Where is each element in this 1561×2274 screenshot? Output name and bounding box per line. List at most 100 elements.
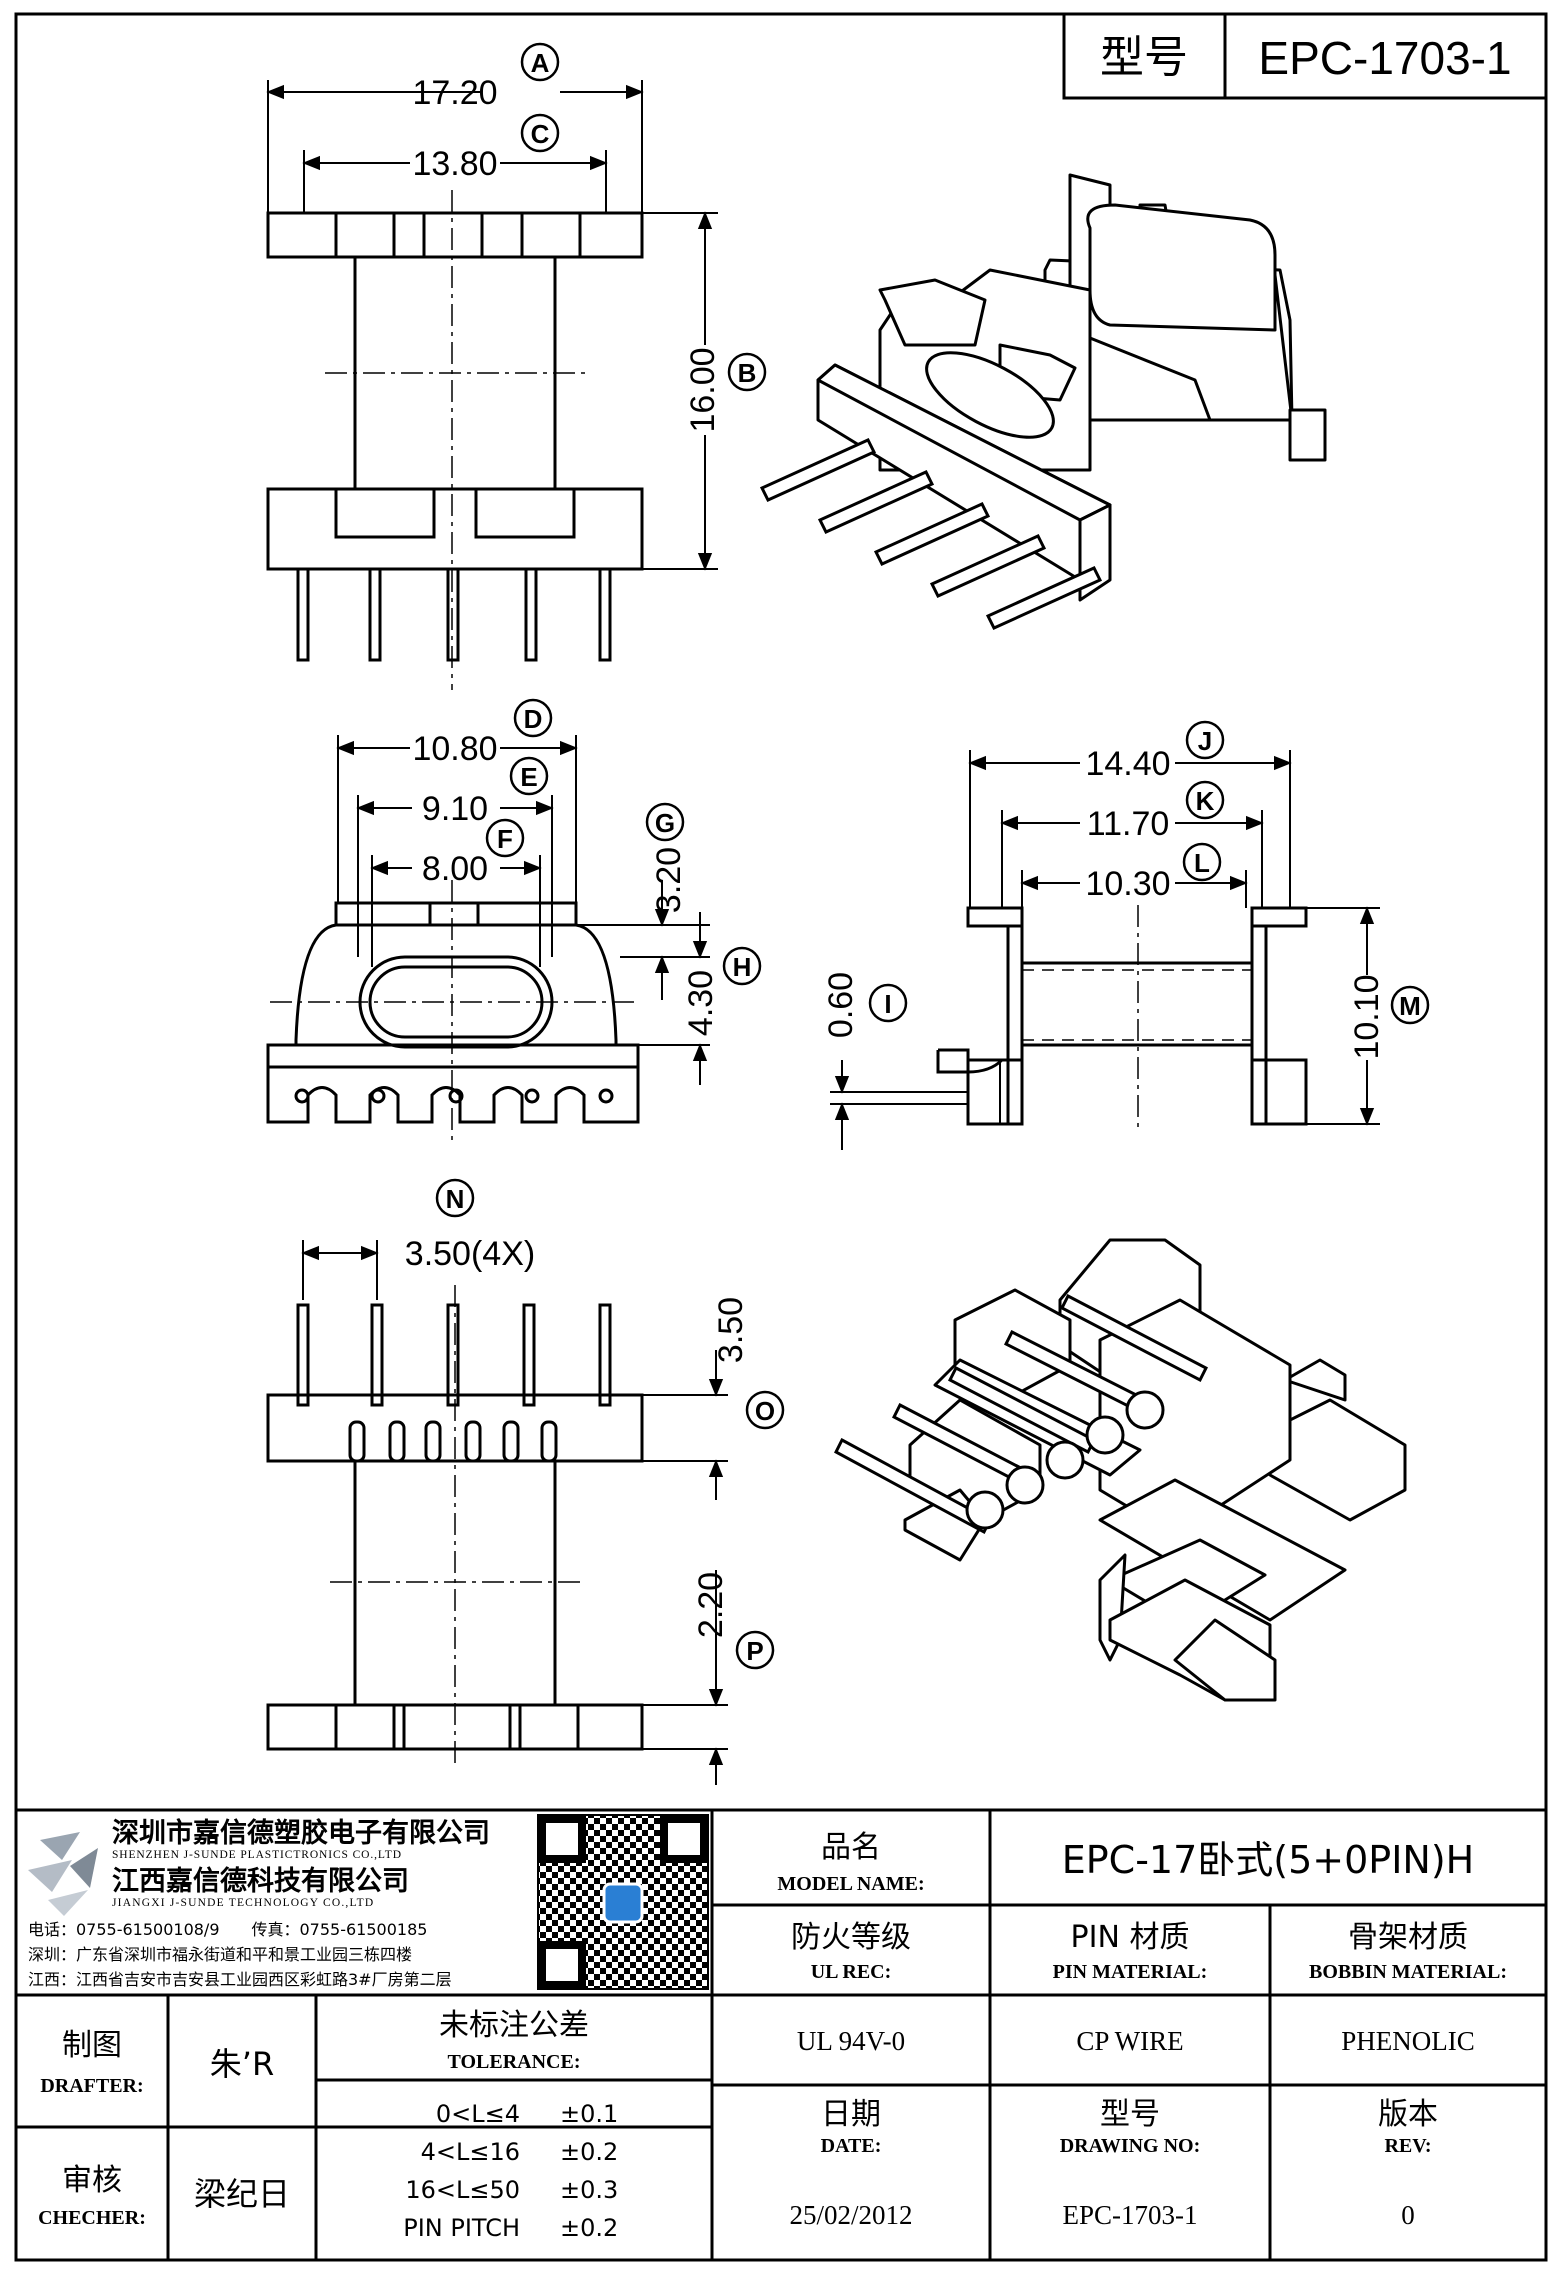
company-block: 深圳市嘉信德塑胶电子有限公司 SHENZHEN J-SUNDE PLASTICT… bbox=[28, 1814, 709, 1990]
pin-label-en: PIN MATERIAL: bbox=[1053, 1961, 1208, 1983]
title-block-text: 品名 MODEL NAME: EPC-17卧式(5+0PIN)H 防火等级 UL… bbox=[38, 1830, 1507, 2242]
dim-p-letter: P bbox=[746, 1636, 763, 1666]
dim-p-value: 2.20 bbox=[692, 1572, 730, 1638]
dim-p: P 2.20 bbox=[692, 1572, 775, 1670]
dim-m: M 10.10 bbox=[1348, 974, 1430, 1060]
dim-d: D 10.80 bbox=[412, 698, 553, 768]
model-name-value: EPC-17卧式(5+0PIN)H bbox=[1062, 1838, 1475, 1882]
date-label-en: DATE: bbox=[821, 2135, 882, 2157]
isometric-view-bottom bbox=[903, 1238, 1407, 1702]
side-view bbox=[936, 905, 1308, 1130]
isometric-top-pins bbox=[759, 438, 1103, 630]
dim-n: N 3.50(4X) bbox=[405, 1178, 535, 1273]
dim-i-value: 0.60 bbox=[822, 972, 860, 1038]
dim-l-letter: L bbox=[1194, 848, 1210, 878]
isometric-view-top bbox=[816, 173, 1327, 602]
qr-code bbox=[537, 1814, 709, 1990]
dim-k-value: 11.70 bbox=[1087, 805, 1170, 843]
dim-d-value: 10.80 bbox=[412, 730, 497, 768]
model-name-label-cn: 品名 bbox=[821, 1830, 881, 1865]
header-model-value: EPC-1703-1 bbox=[1258, 32, 1511, 84]
tolerance-range-3: 16<L≤50 bbox=[405, 2176, 520, 2204]
dim-k: K 11.70 bbox=[1087, 780, 1225, 843]
drafter-label-en: DRAFTER: bbox=[40, 2075, 143, 2097]
tolerance-label-en: TOLERANCE: bbox=[448, 2051, 581, 2073]
company-logo bbox=[28, 1832, 98, 1916]
rev-label-en: REV: bbox=[1384, 2135, 1431, 2157]
pin-value: CP WIRE bbox=[1076, 2026, 1183, 2056]
dim-b-value: 16.00 bbox=[684, 347, 722, 432]
company-address-jx: 江西：江西省吉安市吉安县工业园西区彩虹路3#厂房第二层 bbox=[28, 1970, 452, 1989]
dim-e-letter: E bbox=[520, 762, 537, 792]
dim-d-letter: D bbox=[524, 704, 543, 734]
dim-f-letter: F bbox=[497, 824, 513, 854]
dim-l: L 10.30 bbox=[1085, 842, 1222, 903]
ul-label-en: UL REC: bbox=[811, 1961, 892, 1983]
bobbin-value: PHENOLIC bbox=[1341, 2026, 1475, 2056]
dim-a-letter: A bbox=[531, 48, 550, 78]
header-model-box: 型号 EPC-1703-1 bbox=[1062, 12, 1548, 100]
dim-i: I 0.60 bbox=[822, 972, 908, 1038]
tolerance-range-1: 0<L≤4 bbox=[436, 2100, 520, 2128]
front-view bbox=[266, 190, 644, 690]
dim-h-letter: H bbox=[733, 952, 752, 982]
bottom-view bbox=[266, 1285, 644, 1765]
checker-label-en: CHECHER: bbox=[38, 2207, 146, 2229]
sheet-border bbox=[14, 12, 1548, 2262]
bobbin-label-cn: 骨架材质 bbox=[1348, 1920, 1468, 1955]
drawing-value: EPC-1703-1 bbox=[1063, 2200, 1198, 2230]
checker-value: 梁纪日 bbox=[194, 2175, 290, 2213]
tolerance-label-cn: 未标注公差 bbox=[439, 2008, 589, 2043]
dim-g-value: 3.20 bbox=[650, 847, 688, 913]
tolerance-value-1: ±0.1 bbox=[560, 2100, 618, 2128]
dim-g: G 3.20 bbox=[645, 802, 688, 913]
tolerance-range-2: 4<L≤16 bbox=[421, 2138, 520, 2166]
dim-j-letter: J bbox=[1198, 726, 1212, 756]
dim-a-value: 17.20 bbox=[412, 74, 497, 112]
company-name-en: SHENZHEN J-SUNDE PLASTICTRONICS CO.,LTD bbox=[112, 1849, 402, 1861]
drafter-value: 朱’R bbox=[210, 2045, 274, 2083]
company-name-cn: 深圳市嘉信德塑胶电子有限公司 bbox=[112, 1817, 490, 1849]
dim-e-value: 9.10 bbox=[422, 790, 488, 828]
bottom-view-dims bbox=[301, 1240, 728, 1785]
rev-label-cn: 版本 bbox=[1378, 2097, 1438, 2132]
header-model-label: 型号 bbox=[1100, 32, 1188, 83]
tolerance-value-4: ±0.2 bbox=[560, 2214, 618, 2242]
tolerance-value-3: ±0.3 bbox=[560, 2176, 618, 2204]
dim-o-letter: O bbox=[755, 1396, 775, 1426]
front-view-dims bbox=[266, 80, 718, 571]
dim-n-value: 3.50(4X) bbox=[405, 1235, 535, 1273]
end-view-dims bbox=[336, 735, 710, 1085]
tolerance-value-2: ±0.2 bbox=[560, 2138, 618, 2166]
dim-i-letter: I bbox=[884, 989, 891, 1019]
dim-n-letter: N bbox=[446, 1184, 465, 1214]
rev-value: 0 bbox=[1401, 2200, 1415, 2230]
dim-k-letter: K bbox=[1196, 786, 1215, 816]
dim-h: H 4.30 bbox=[682, 946, 762, 1036]
company-contact: 电话：0755-61500108/9 传真：0755-61500185 bbox=[28, 1920, 427, 1939]
date-label-cn: 日期 bbox=[821, 2097, 881, 2132]
tolerance-range-4: PIN PITCH bbox=[403, 2214, 520, 2242]
dim-m-letter: M bbox=[1399, 991, 1421, 1021]
checker-label-cn: 审核 bbox=[62, 2163, 122, 2198]
dim-f-value: 8.00 bbox=[422, 850, 488, 888]
dim-j: J 14.40 bbox=[1085, 720, 1225, 783]
dim-a: A 17.20 bbox=[412, 42, 560, 112]
dim-m-value: 10.10 bbox=[1348, 974, 1386, 1059]
drafter-label-cn: 制图 bbox=[62, 2028, 122, 2063]
model-name-label-en: MODEL NAME: bbox=[777, 1873, 924, 1895]
company-address-sz: 深圳：广东省深圳市福永街道和平和景工业园三栋四楼 bbox=[28, 1945, 412, 1964]
side-view-dims bbox=[830, 750, 1380, 1150]
dim-o: O 3.50 bbox=[712, 1297, 785, 1430]
ul-label-cn: 防火等级 bbox=[791, 1920, 911, 1955]
pin-label-cn: PIN 材质 bbox=[1071, 1920, 1190, 1955]
dim-g-letter: G bbox=[655, 808, 675, 838]
company-name2-en: JIANGXI J-SUNDE TECHNOLOGY CO.,LTD bbox=[112, 1897, 374, 1909]
dim-c-value: 13.80 bbox=[412, 145, 497, 183]
isometric-bottom-pins bbox=[834, 1293, 1209, 1535]
dim-e: E 9.10 bbox=[422, 756, 549, 828]
company-name2-cn: 江西嘉信德科技有限公司 bbox=[112, 1866, 409, 1897]
ul-value: UL 94V-0 bbox=[797, 2026, 905, 2056]
dim-c-letter: C bbox=[531, 119, 550, 149]
